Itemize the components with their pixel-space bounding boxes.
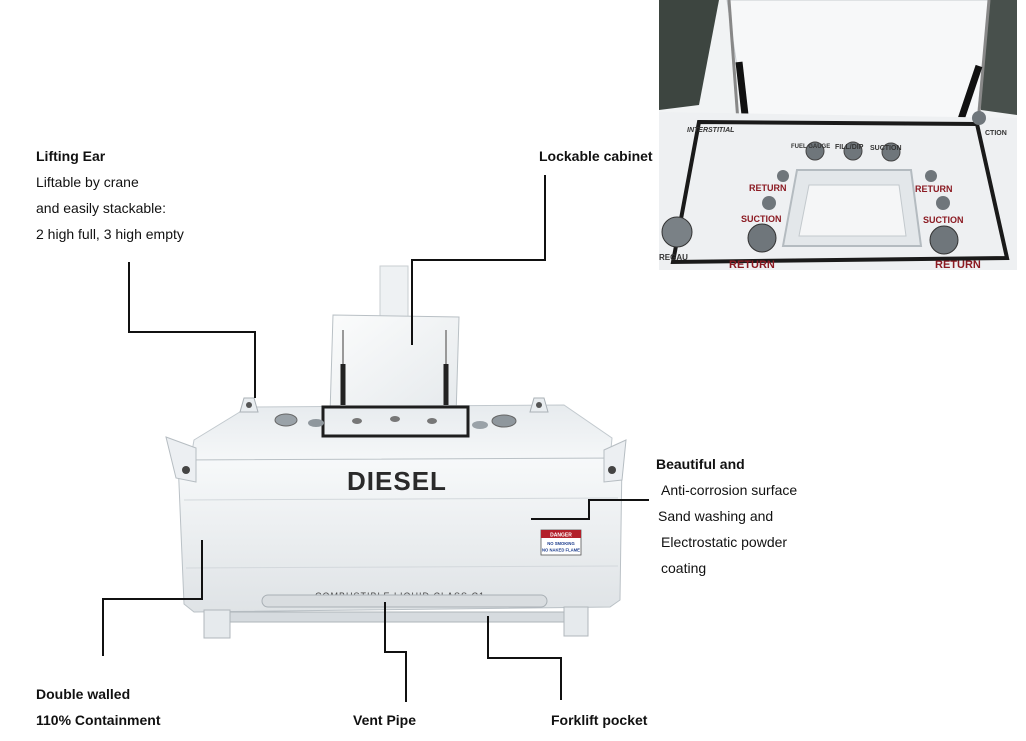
inset-cap-gauge-left: [661, 216, 693, 248]
callout-line: coating: [661, 560, 707, 576]
inset-cap-fuel-gauge: [805, 141, 825, 161]
callout-title: Double walled: [36, 686, 131, 702]
fitting-cap: [491, 414, 517, 428]
warning-sign-top: DANGER: [550, 533, 572, 539]
tank-top: [189, 404, 613, 464]
callout-lifting-ear: Lifting Ear Liftable by crane and easily…: [36, 143, 184, 247]
inset-label-gauge-cut: REGAU: [659, 253, 688, 262]
callout-beautiful: Beautiful and Anti-corrosion surface San…: [656, 451, 797, 581]
leader-forklift-pocket: [487, 616, 562, 700]
leader-lines: [102, 175, 649, 702]
fitting-cap: [472, 421, 488, 429]
callout-line: Anti-corrosion surface: [661, 482, 798, 498]
callout-title: Vent Pipe: [353, 712, 417, 728]
callout-title: Lockable cabinet: [539, 148, 653, 164]
warning-sign-line2: NO NAKED FLAME: [542, 548, 580, 553]
callout-double-walled: Double walled 110% Containment: [36, 681, 160, 733]
warning-sign-band: [541, 530, 581, 538]
forklift-pocket-rail: [229, 611, 565, 623]
side-ear-left: [165, 436, 197, 483]
inset-cap-suction-right: [936, 196, 950, 210]
inset-cap-return-right: [925, 170, 937, 182]
fitting-cap: [427, 418, 437, 424]
callout-forklift-pocket: Forklift pocket: [551, 707, 647, 733]
callout-subtitle: 110% Containment: [36, 712, 161, 728]
inset-label-return-r1: RETURN: [915, 184, 953, 194]
inset-label-suction-l: SUCTION: [741, 214, 782, 224]
inset-cap-return-large-right: [929, 225, 959, 255]
inset-labels: INTERSTITIAL FUEL GAUGE FILL/DIP SUCTION…: [659, 127, 1007, 270]
inset-cap-return-left: [777, 170, 789, 182]
callout-title: Beautiful and: [656, 456, 745, 472]
inset-label-return-l1: RETURN: [749, 183, 787, 193]
callout-title: Forklift pocket: [551, 712, 648, 728]
side-ear-hole: [608, 466, 616, 474]
skid-leg-left: [203, 609, 231, 639]
inset-cabinet-frame: [670, 119, 1010, 265]
fitting-cap: [352, 418, 362, 424]
inset-cap-fill-dip: [843, 141, 863, 161]
callout-line: Electrostatic powder: [661, 534, 788, 550]
leader-lockable-cabinet: [411, 175, 546, 345]
leader-double-walled: [102, 540, 203, 656]
leader-beautiful: [531, 499, 649, 520]
lifting-ear-hole: [246, 402, 252, 408]
inset-label-suction-top: SUCTION: [870, 145, 902, 152]
callout-title: Lifting Ear: [36, 148, 106, 164]
cabinet-lid: [329, 314, 460, 417]
inset-label-suction-r: SUCTION: [923, 215, 964, 225]
side-ear-hole: [182, 466, 190, 474]
fitting-cap: [308, 419, 324, 427]
panel-seam: [185, 565, 619, 569]
warning-sign-line1: NO SMOKING: [547, 541, 574, 546]
leader-lifting-ear: [128, 262, 256, 398]
inset-cap-top-right: [972, 111, 986, 125]
diesel-label: DIESEL: [347, 466, 447, 496]
callout-line: 2 high full, 3 high empty: [36, 226, 184, 242]
inset-label-interstitial: INTERSTITIAL: [687, 127, 734, 134]
callout-lockable-cabinet: Lockable cabinet: [539, 143, 653, 169]
vent-pipe: [261, 594, 548, 608]
inset-label-return-r2: RETURN: [935, 259, 981, 270]
inset-label-fill-dip: FILL/DIP: [835, 144, 864, 151]
inset-lid: [726, 0, 990, 121]
inset-cap-return-large-left: [747, 223, 777, 253]
inset-label-fuel-gauge: FUEL GAUGE: [791, 144, 830, 150]
inset-bg-left: [659, 0, 719, 110]
panel-seam: [183, 497, 619, 501]
callout-line: Liftable by crane: [36, 174, 139, 190]
callout-vent-pipe: Vent Pipe: [353, 707, 416, 733]
fitting-cap: [390, 416, 400, 422]
callout-line: and easily stackable:: [36, 200, 166, 216]
inset-label-return-l2: RETURN: [729, 259, 775, 270]
inset-tray-inner: [798, 184, 907, 237]
leader-vent-pipe: [384, 602, 407, 702]
inset-strut-rod-left: [727, 0, 741, 136]
lifting-ear-hole: [536, 402, 542, 408]
callout-line: Sand washing and: [658, 508, 774, 524]
inset-cap-suction: [881, 142, 901, 162]
skid-leg-right: [563, 606, 589, 637]
inset-label-suction-cut: CTION: [985, 130, 1007, 137]
cabinet-inset-photo: INTERSTITIAL FUEL GAUGE FILL/DIP SUCTION…: [659, 0, 1017, 270]
fitting-cap: [274, 413, 298, 427]
inset-cap-suction-left: [762, 196, 776, 210]
